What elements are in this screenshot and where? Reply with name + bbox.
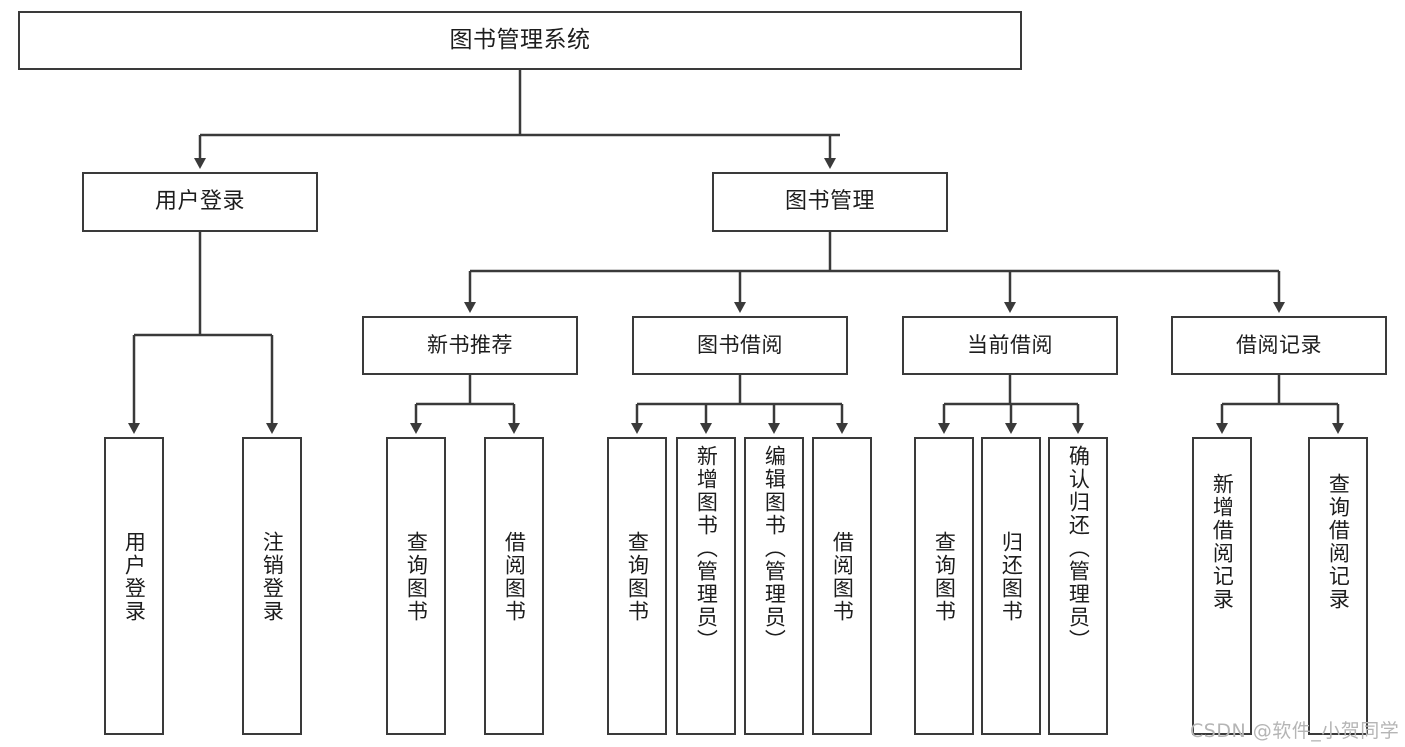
- leaf-current-borrow-confirm[interactable]: 确认归还（管理员）: [1048, 437, 1108, 735]
- leaf-book-borrow-edit-label: 编辑图书（管理员）: [762, 445, 787, 652]
- leaf-book-borrow-query-label: 查询图书: [625, 531, 650, 623]
- leaf-current-borrow-query-label: 查询图书: [932, 531, 957, 623]
- leaf-book-borrow-lend[interactable]: 借阅图书: [812, 437, 872, 735]
- node-book-management-label: 图书管理: [784, 189, 875, 215]
- leaf-user-login-signin[interactable]: 用户登录: [104, 437, 164, 735]
- leaf-borrow-record-query[interactable]: 查询借阅记录: [1308, 437, 1368, 735]
- node-borrow-record[interactable]: 借阅记录: [1171, 316, 1387, 375]
- leaf-new-book-borrow-label: 借阅图书: [502, 531, 527, 623]
- leaf-current-borrow-return[interactable]: 归还图书: [981, 437, 1041, 735]
- leaf-borrow-record-query-label: 查询借阅记录: [1326, 473, 1351, 611]
- leaf-current-borrow-confirm-label: 确认归还（管理员）: [1066, 445, 1091, 652]
- leaf-new-book-query[interactable]: 查询图书: [386, 437, 446, 735]
- leaf-current-borrow-return-label: 归还图书: [999, 531, 1024, 623]
- node-new-book-recommend-label: 新书推荐: [427, 333, 513, 358]
- leaf-book-borrow-query[interactable]: 查询图书: [607, 437, 667, 735]
- node-user-login-label: 用户登录: [154, 189, 245, 215]
- node-book-management[interactable]: 图书管理: [712, 172, 948, 232]
- leaf-new-book-query-label: 查询图书: [404, 531, 429, 623]
- leaf-new-book-borrow[interactable]: 借阅图书: [484, 437, 544, 735]
- node-book-borrow[interactable]: 图书借阅: [632, 316, 848, 375]
- leaf-current-borrow-query[interactable]: 查询图书: [914, 437, 974, 735]
- leaf-book-borrow-add[interactable]: 新增图书（管理员）: [676, 437, 736, 735]
- node-borrow-record-label: 借阅记录: [1236, 333, 1322, 358]
- node-root[interactable]: 图书管理系统: [18, 11, 1022, 70]
- leaf-book-borrow-add-label: 新增图书（管理员）: [694, 445, 719, 652]
- leaf-book-borrow-edit[interactable]: 编辑图书（管理员）: [744, 437, 804, 735]
- node-new-book-recommend[interactable]: 新书推荐: [362, 316, 578, 375]
- node-current-borrow-label: 当前借阅: [967, 333, 1053, 358]
- watermark-text: CSDN @软件_小贺同学: [1190, 720, 1400, 742]
- node-current-borrow[interactable]: 当前借阅: [902, 316, 1118, 375]
- leaf-borrow-record-add-label: 新增借阅记录: [1210, 473, 1235, 611]
- node-user-login[interactable]: 用户登录: [82, 172, 318, 232]
- node-book-borrow-label: 图书借阅: [697, 333, 783, 358]
- leaf-book-borrow-lend-label: 借阅图书: [830, 531, 855, 623]
- node-root-label: 图书管理系统: [449, 27, 591, 54]
- leaf-user-login-signout[interactable]: 注销登录: [242, 437, 302, 735]
- leaf-user-login-signout-label: 注销登录: [260, 531, 285, 623]
- leaf-user-login-signin-label: 用户登录: [122, 531, 147, 623]
- leaf-borrow-record-add[interactable]: 新增借阅记录: [1192, 437, 1252, 735]
